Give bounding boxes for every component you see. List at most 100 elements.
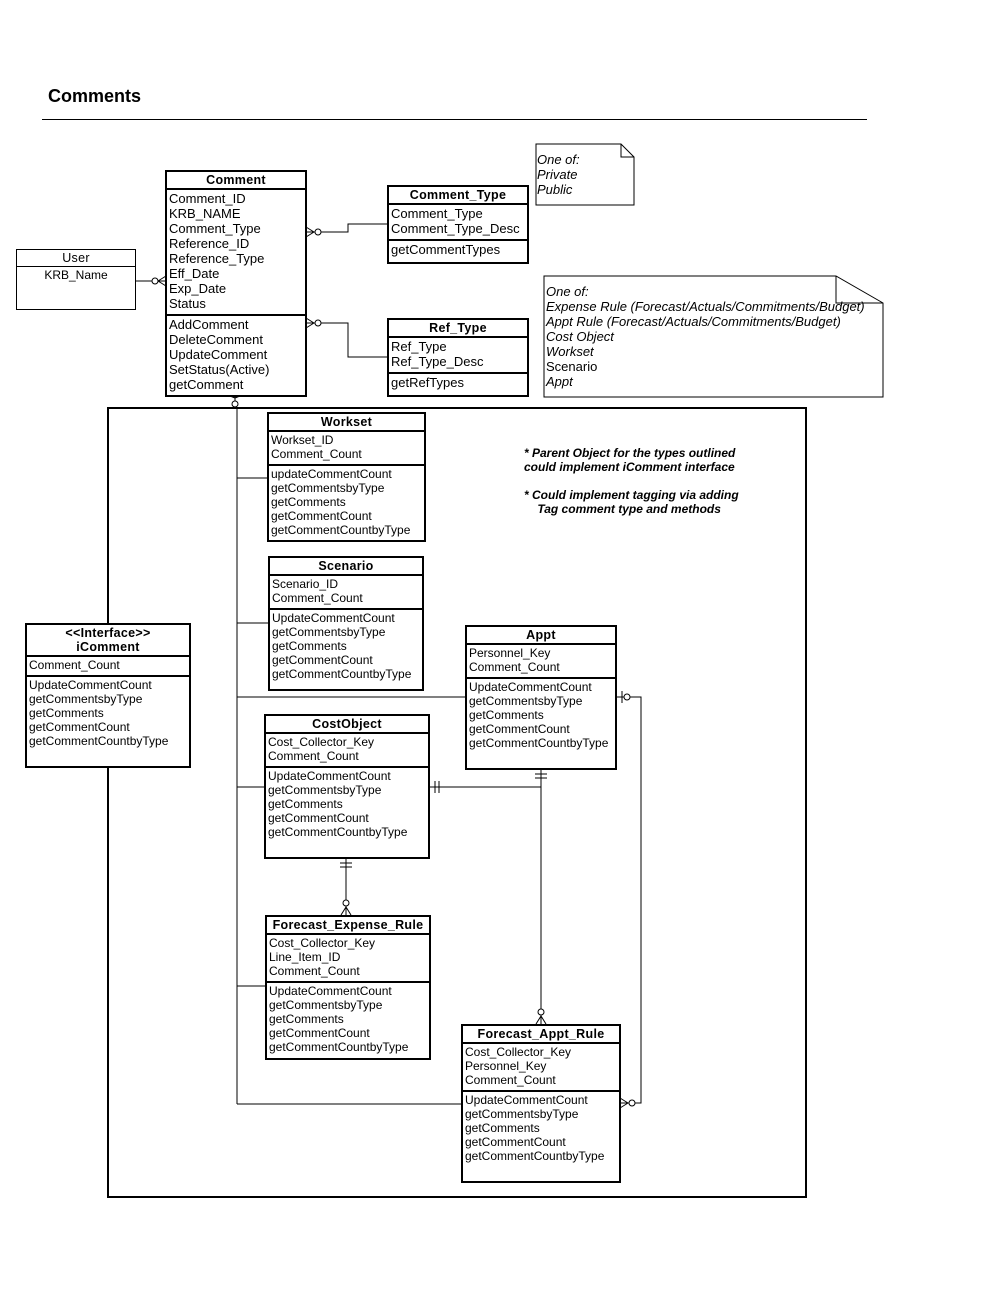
crowfoot-marker xyxy=(305,226,315,238)
entity-workset[interactable]: Workset Workset_ID Comment_Count updateC… xyxy=(267,412,426,542)
link-comment-commenttype xyxy=(306,223,388,233)
method-list: UpdateCommentCount getCommentsbyType get… xyxy=(270,608,422,684)
method-list: getRefTypes xyxy=(389,372,527,393)
method: getCommentTypes xyxy=(391,242,501,257)
one-marker xyxy=(340,862,352,868)
attribute: KRB_NAME xyxy=(169,206,241,221)
attribute: Workset_ID xyxy=(271,433,334,447)
method: getCommentsbyType xyxy=(272,625,386,639)
attribute: Comment_Type xyxy=(169,221,261,236)
method: getCommentCount xyxy=(29,720,130,734)
note-line: One of: xyxy=(537,152,580,167)
entity-name: Scenario xyxy=(270,558,422,576)
entity-name: CostObject xyxy=(266,716,428,734)
entity-name: <<Interface>> iComment xyxy=(27,625,189,657)
entity-icomment-interface[interactable]: <<Interface>> iComment Comment_Count Upd… xyxy=(25,623,191,768)
attribute: Ref_Type xyxy=(391,339,447,354)
crowfoot-marker xyxy=(305,317,315,329)
attribute: Status xyxy=(169,296,206,311)
note-fold-comment-type xyxy=(620,144,634,158)
entity-costobject[interactable]: CostObject Cost_Collector_Key Comment_Co… xyxy=(264,714,430,859)
attribute-list: Scenario_ID Comment_Count xyxy=(270,576,422,608)
zero-marker xyxy=(628,1099,636,1107)
method: getComments xyxy=(268,797,343,811)
method: UpdateCommentCount xyxy=(465,1093,588,1107)
note-comment-type-values: One of: Private Public xyxy=(537,152,580,197)
attribute-list: Comment_Type Comment_Type_Desc xyxy=(389,205,527,239)
entity-forecast-expense-rule[interactable]: Forecast_Expense_Rule Cost_Collector_Key… xyxy=(265,915,431,1060)
entity-user[interactable]: User KRB_Name xyxy=(16,249,136,310)
attribute: KRB_Name xyxy=(44,268,108,282)
method: UpdateCommentCount xyxy=(29,678,152,692)
crowfoot-marker xyxy=(619,1097,629,1109)
entity-ref-type[interactable]: Ref_Type Ref_Type Ref_Type_Desc getRefTy… xyxy=(387,318,529,397)
attribute: Eff_Date xyxy=(169,266,220,281)
entity-name: Forecast_Expense_Rule xyxy=(267,917,429,935)
zero-marker xyxy=(314,319,322,327)
attribute: Line_Item_ID xyxy=(269,950,341,964)
attribute-list: Workset_ID Comment_Count xyxy=(269,432,424,464)
attribute: Comment_Count xyxy=(268,749,359,763)
entity-comment[interactable]: Comment Comment_ID KRB_NAME Comment_Type… xyxy=(165,170,307,397)
entity-scenario[interactable]: Scenario Scenario_ID Comment_Count Updat… xyxy=(268,556,424,691)
attribute: Comment_Count xyxy=(469,660,560,674)
one-marker xyxy=(535,773,547,779)
method: getComments xyxy=(469,708,544,722)
zero-marker xyxy=(231,400,239,408)
method: SetStatus(Active) xyxy=(169,362,270,377)
method: getCommentsbyType xyxy=(29,692,143,706)
method-list: AddComment DeleteComment UpdateComment S… xyxy=(167,314,305,395)
attribute: Comment_Count xyxy=(465,1073,556,1087)
note-ref-type-values: One of: Expense Rule (Forecast/Actuals/C… xyxy=(546,284,865,389)
attribute: Cost_Collector_Key xyxy=(269,936,376,950)
zero-marker xyxy=(623,693,631,701)
attribute: Exp_Date xyxy=(169,281,227,296)
entity-appt[interactable]: Appt Personnel_Key Comment_Count UpdateC… xyxy=(465,625,617,770)
entity-forecast-appt-rule[interactable]: Forecast_Appt_Rule Cost_Collector_Key Pe… xyxy=(461,1024,621,1183)
link-comment-reftype xyxy=(306,322,388,358)
method: getCommentCount xyxy=(271,509,372,523)
attribute-list: Cost_Collector_Key Personnel_Key Comment… xyxy=(463,1044,619,1090)
entity-name: Workset xyxy=(269,414,424,432)
attribute: Cost_Collector_Key xyxy=(268,735,375,749)
method: getComments xyxy=(271,495,346,509)
attribute-list: Cost_Collector_Key Line_Item_ID Comment_… xyxy=(267,935,429,981)
remark-parent-object: * Parent Object for the types outlined c… xyxy=(524,446,736,474)
note-line: One of: xyxy=(546,284,589,299)
note-line: Cost Object xyxy=(546,329,614,344)
attribute: Comment_Count xyxy=(272,591,363,605)
entity-name: Ref_Type xyxy=(389,320,527,338)
method-list: UpdateCommentCount getCommentsbyType get… xyxy=(463,1090,619,1166)
attribute-list: Comment_Count xyxy=(27,657,189,675)
method: getComment xyxy=(169,377,244,392)
note-line: Private xyxy=(537,167,578,182)
attribute: Comment_Type_Desc xyxy=(391,221,520,236)
method: DeleteComment xyxy=(169,332,263,347)
attribute: Reference_ID xyxy=(169,236,250,251)
method: UpdateComment xyxy=(169,347,268,362)
entity-comment-type[interactable]: Comment_Type Comment_Type Comment_Type_D… xyxy=(387,185,529,264)
attribute-list: KRB_Name xyxy=(17,267,135,285)
implementers-boundary xyxy=(107,407,807,1198)
method: getCommentCount xyxy=(465,1135,566,1149)
attribute: Cost_Collector_Key xyxy=(465,1045,572,1059)
method-list: UpdateCommentCount getCommentsbyType get… xyxy=(27,675,189,751)
attribute: Personnel_Key xyxy=(469,646,551,660)
entity-name: Appt xyxy=(467,627,615,645)
method: getCommentsbyType xyxy=(269,998,383,1012)
attribute-list: Personnel_Key Comment_Count xyxy=(467,645,615,677)
method-list: UpdateCommentCount getCommentsbyType get… xyxy=(467,677,615,753)
interface-name: iComment xyxy=(76,640,140,654)
method: getComments xyxy=(465,1121,540,1135)
method: getCommentCountbyType xyxy=(271,523,411,537)
zero-marker xyxy=(342,899,350,907)
method: getCommentsbyType xyxy=(465,1107,579,1121)
method-list: updateCommentCount getCommentsbyType get… xyxy=(269,464,424,540)
zero-marker xyxy=(537,1008,545,1016)
method: UpdateCommentCount xyxy=(268,769,391,783)
method: AddComment xyxy=(169,317,249,332)
method: getRefTypes xyxy=(391,375,464,390)
title-divider xyxy=(42,119,867,120)
entity-name: Comment_Type xyxy=(389,187,527,205)
entity-name: Comment xyxy=(167,172,305,190)
